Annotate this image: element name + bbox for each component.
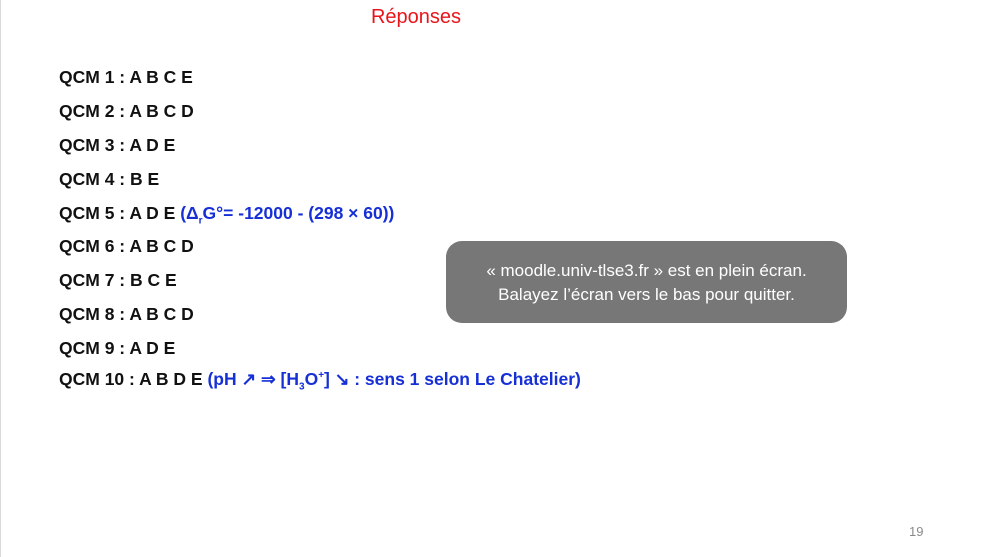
answer-label: QCM 8 : bbox=[59, 304, 130, 324]
fullscreen-notice-line-1: « moodle.univ-tlse3.fr » est en plein éc… bbox=[486, 261, 807, 280]
answer-label: QCM 2 : bbox=[59, 101, 130, 121]
answer-row-qcm1: QCM 1 : A B C E bbox=[59, 67, 193, 88]
answer-letters: B E bbox=[129, 169, 160, 189]
answer-explanation: (pH ↗ ⇒ [H3O+] ↘ : sens 1 selon Le Chate… bbox=[202, 369, 581, 393]
answer-label: QCM 9 : bbox=[59, 338, 130, 358]
answer-label: QCM 7 : bbox=[59, 270, 130, 290]
answer-row-qcm4: QCM 4 : B E bbox=[59, 169, 159, 190]
answer-row-qcm7: QCM 7 : B C E bbox=[59, 270, 177, 291]
answer-label: QCM 6 : bbox=[59, 236, 130, 256]
answer-row-qcm5: QCM 5 : A D E (ΔrG°= -12000 - (298 × 60)… bbox=[59, 203, 395, 227]
answer-label: QCM 10 : bbox=[59, 369, 140, 389]
answer-label: QCM 3 : bbox=[59, 135, 130, 155]
answer-letters: A D E bbox=[129, 203, 176, 223]
answer-letters: A B C D bbox=[129, 304, 194, 324]
answer-row-qcm8: QCM 8 : A B C D bbox=[59, 304, 194, 325]
answer-letters: A B C D bbox=[129, 236, 194, 256]
fullscreen-notice-line-2: Balayez l’écran vers le bas pour quitter… bbox=[498, 285, 795, 304]
answer-letters: A B C D bbox=[129, 101, 194, 121]
answer-label: QCM 1 : bbox=[59, 67, 130, 87]
slide-page-number: 19 bbox=[909, 524, 924, 539]
answer-row-qcm9: QCM 9 : A D E bbox=[59, 338, 175, 359]
answer-row-qcm3: QCM 3 : A D E bbox=[59, 135, 175, 156]
fullscreen-notice-toast: « moodle.univ-tlse3.fr » est en plein éc… bbox=[446, 241, 847, 323]
answer-letters: A D E bbox=[129, 135, 176, 155]
answer-row-qcm6: QCM 6 : A B C D bbox=[59, 236, 194, 257]
answer-letters: A B C E bbox=[129, 67, 193, 87]
answer-label: QCM 5 : bbox=[59, 203, 130, 223]
slide-title: Réponses bbox=[370, 6, 462, 28]
answer-row-qcm2: QCM 2 : A B C D bbox=[59, 101, 194, 122]
answer-letters: A B D E bbox=[139, 369, 203, 389]
answer-letters: A D E bbox=[129, 338, 176, 358]
answer-letters: B C E bbox=[129, 270, 177, 290]
answer-explanation: (ΔrG°= -12000 - (298 × 60)) bbox=[175, 203, 395, 227]
answer-label: QCM 4 : bbox=[59, 169, 130, 189]
answer-row-qcm10: QCM 10 : A B D E (pH ↗ ⇒ [H3O+] ↘ : sens… bbox=[59, 369, 581, 393]
